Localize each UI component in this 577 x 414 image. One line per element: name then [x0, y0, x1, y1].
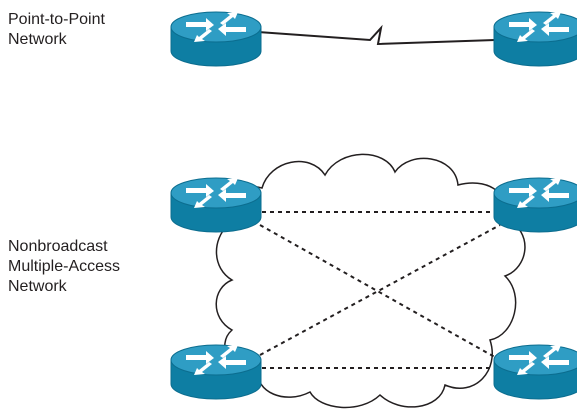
point-to-point-label-line-1: Point-to-Point — [8, 11, 105, 28]
nbma-link-diagonal-1 — [259, 224, 501, 361]
router-icon — [493, 177, 577, 233]
point-to-point-link — [257, 24, 496, 46]
router-icon — [170, 11, 262, 67]
cloud-icon — [215, 153, 526, 409]
router-icon — [493, 11, 577, 67]
router-icon — [170, 344, 262, 400]
point-to-point-label: Point-to-Point Network — [8, 10, 105, 50]
nbma-label-line-1: Nonbroadcast — [8, 238, 108, 255]
nbma-label-line-3: Network — [8, 278, 67, 295]
router-icon — [170, 177, 262, 233]
nbma-link-diagonal-2 — [259, 224, 501, 356]
point-to-point-label-line-2: Network — [8, 31, 67, 48]
router-icon — [493, 344, 577, 400]
nbma-label: Nonbroadcast Multiple-Access Network — [8, 237, 120, 297]
nbma-label-line-2: Multiple-Access — [8, 258, 121, 275]
